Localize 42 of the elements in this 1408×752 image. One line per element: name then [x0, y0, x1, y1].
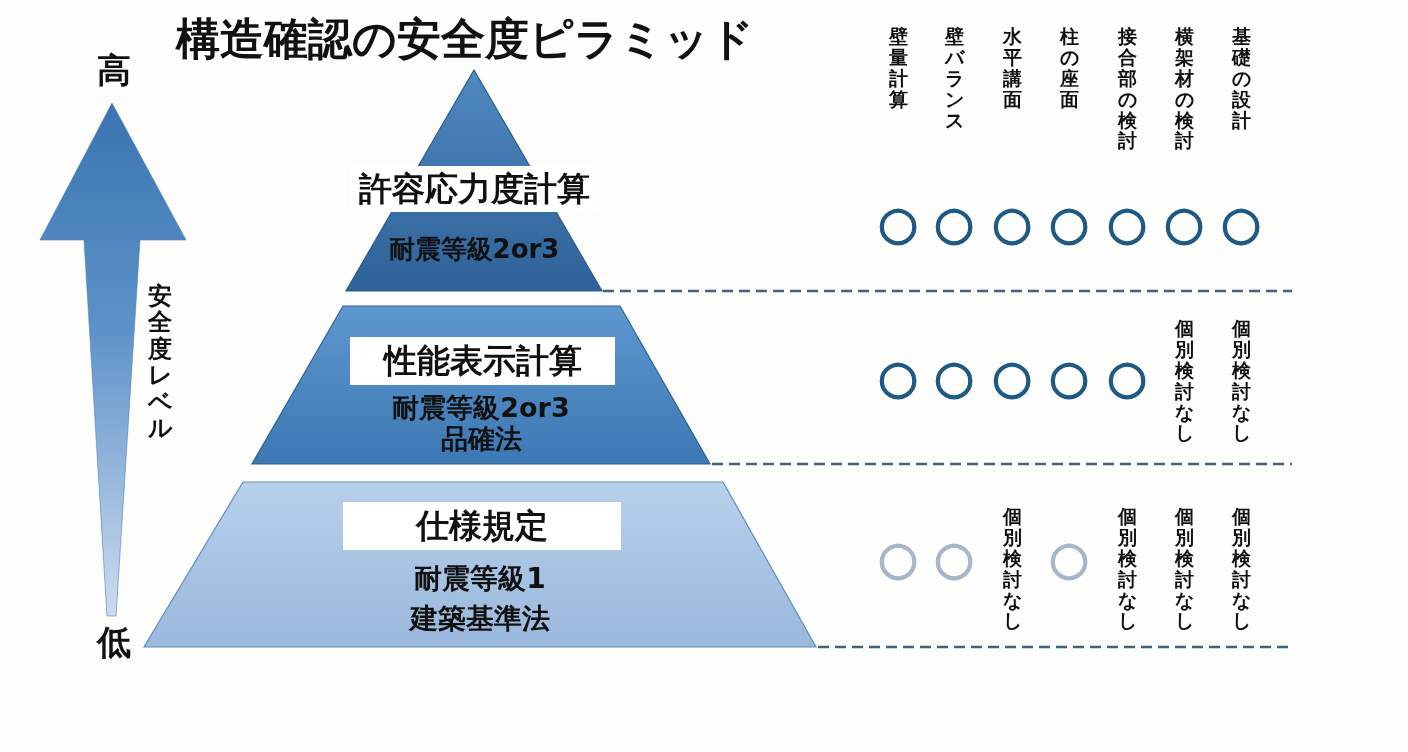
pyramid-tier	[144, 482, 816, 647]
tier-detail: 品確法	[440, 423, 522, 454]
circle-mark: ○	[933, 535, 975, 581]
tier-detail: 耐震等級2or3	[392, 392, 570, 423]
status-text: 個別検討なし	[1231, 506, 1251, 632]
status-text: 個別検討なし	[1002, 506, 1022, 632]
circle-mark: ○	[933, 200, 975, 246]
circle-mark: ○	[877, 200, 919, 246]
column-header: 横架材の検討	[1174, 26, 1194, 152]
column-header: 柱の座面	[1059, 26, 1079, 110]
column-header: 壁量計算	[888, 26, 908, 110]
circle-mark: ○	[1048, 354, 1090, 400]
tier-detail: 耐震等級2or3	[388, 233, 560, 265]
axis-title: 安全度レベル	[148, 283, 172, 442]
circle-mark: ○	[1106, 354, 1148, 400]
circle-mark: ○	[1106, 200, 1148, 246]
tier-heading: 性能表示計算	[350, 337, 615, 385]
circle-mark: ○	[991, 354, 1033, 400]
status-text: 個別検討なし	[1231, 318, 1251, 444]
column-header: 接合部の検討	[1117, 26, 1137, 152]
level-label: 低	[97, 624, 131, 662]
level-label: 高	[97, 52, 131, 90]
diagram-title: 構造確認の安全度ピラミッド	[176, 12, 754, 66]
pyramid-tier	[252, 306, 710, 464]
column-header: 壁バランス	[944, 26, 964, 131]
column-header: 基礎の設計	[1231, 26, 1251, 131]
status-text: 個別検討なし	[1117, 506, 1137, 632]
circle-mark: ○	[1220, 200, 1262, 246]
circle-mark: ○	[1048, 535, 1090, 581]
column-header: 水平講面	[1002, 26, 1022, 110]
pyramid-tier	[346, 70, 602, 291]
status-text: 個別検討なし	[1174, 318, 1194, 444]
circle-mark: ○	[877, 535, 919, 581]
tier-detail: 耐震等級1	[414, 562, 546, 595]
circle-mark: ○	[1163, 200, 1205, 246]
circle-mark: ○	[1048, 200, 1090, 246]
status-text: 個別検討なし	[1174, 506, 1194, 632]
circle-mark: ○	[933, 354, 975, 400]
tier-detail: 建築基準法	[410, 602, 550, 635]
circle-mark: ○	[991, 200, 1033, 246]
tier-heading: 仕様規定	[343, 502, 621, 550]
circle-mark: ○	[877, 354, 919, 400]
